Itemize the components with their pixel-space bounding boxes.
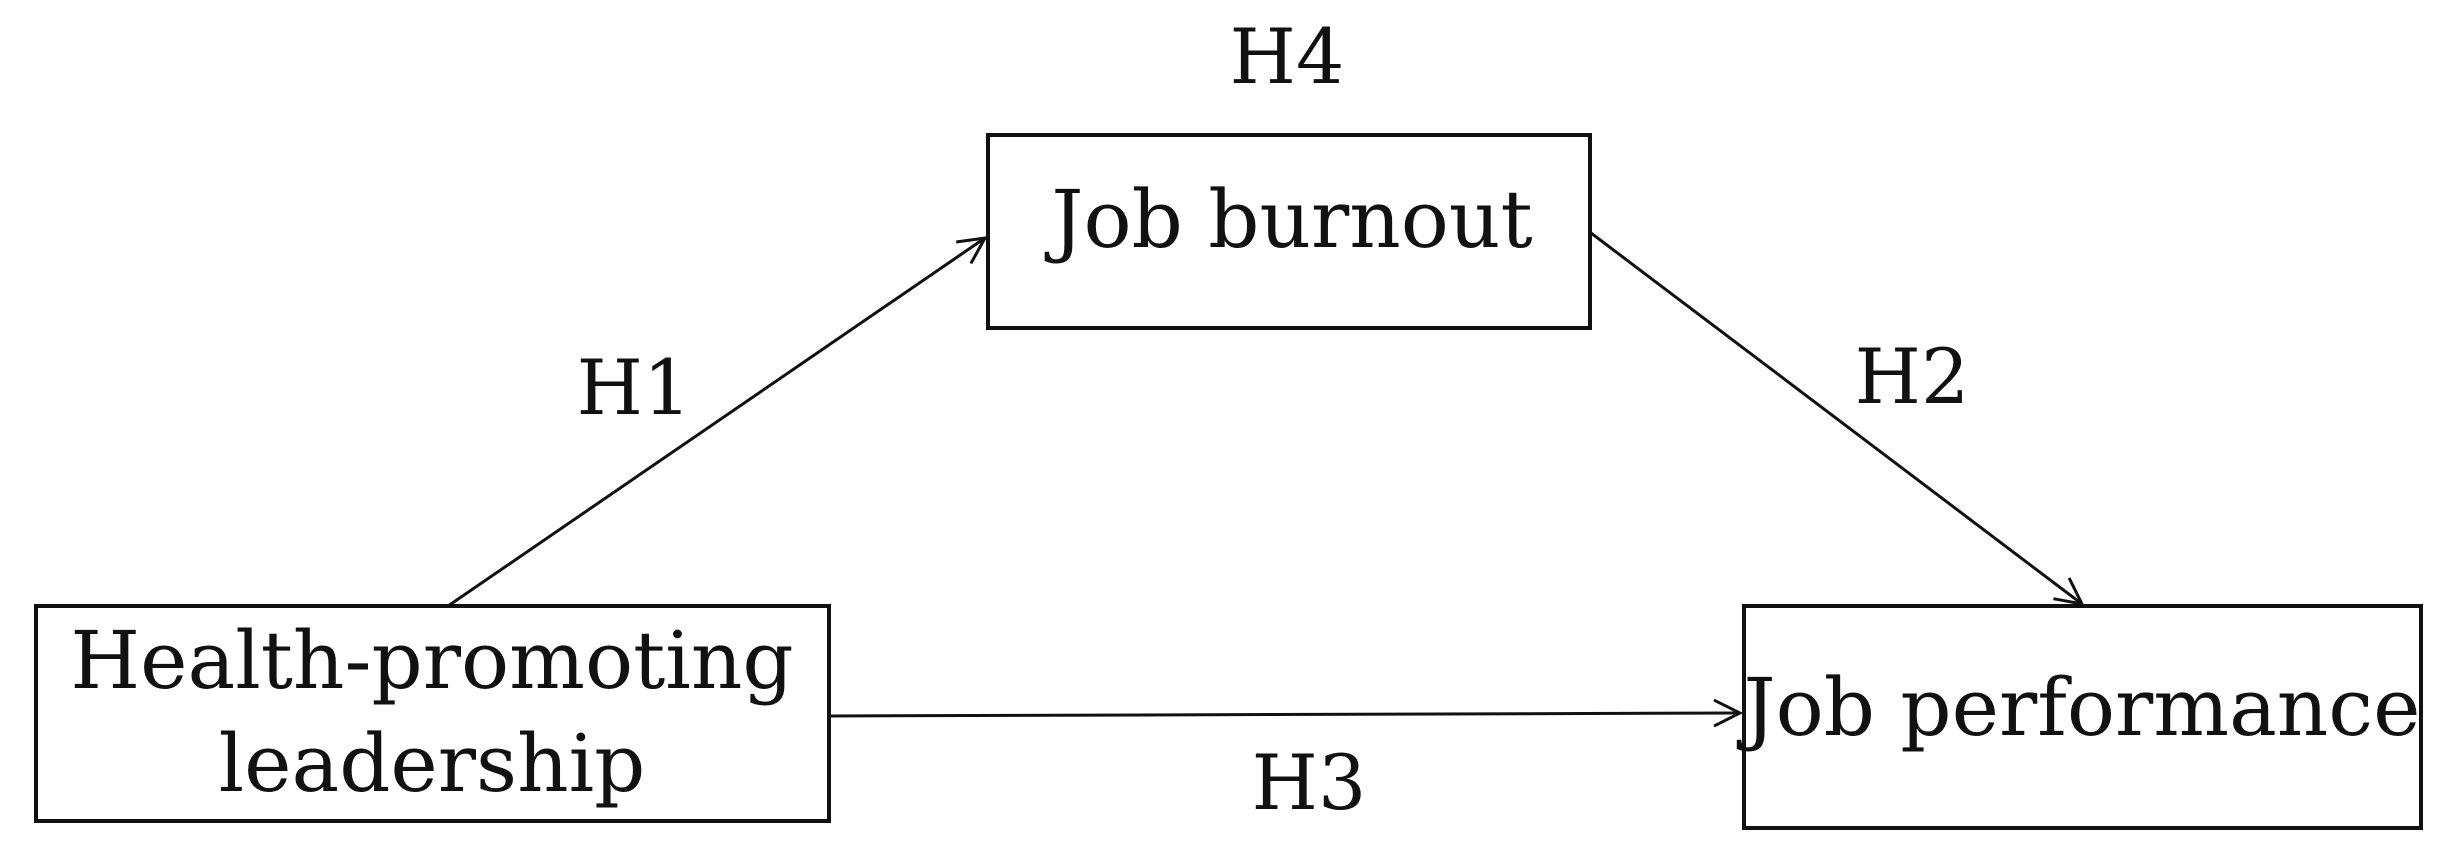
- node-health-promoting-leadership: Health-promoting leadership: [34, 604, 831, 823]
- arrow-h3-leadership-to-performance: [829, 713, 1740, 716]
- arrow-h2-burnout-to-performance: [1590, 231, 2082, 604]
- hypothesis-label-h1: H1: [577, 343, 692, 432]
- node-health-promoting-leadership-line1: Health-promoting: [70, 614, 793, 707]
- arrow-h1-leadership-to-burnout: [447, 238, 985, 608]
- node-job-burnout: Job burnout: [986, 133, 1592, 330]
- node-health-promoting-leadership-line2: leadership: [219, 717, 646, 810]
- node-job-performance: Job performance: [1737, 604, 2423, 830]
- node-job-burnout-label: Job burnout: [1044, 173, 1532, 266]
- node-job-burnout-box: [986, 133, 1592, 330]
- hypothesis-label-h4: H4: [1230, 12, 1345, 101]
- hypothesis-label-h2: H2: [1855, 332, 1970, 421]
- node-health-promoting-leadership-box: [34, 604, 831, 823]
- hypothesis-label-h3: H3: [1252, 738, 1367, 827]
- node-job-performance-box: [1742, 604, 2423, 830]
- node-job-performance-label: Job performance: [1737, 661, 2421, 754]
